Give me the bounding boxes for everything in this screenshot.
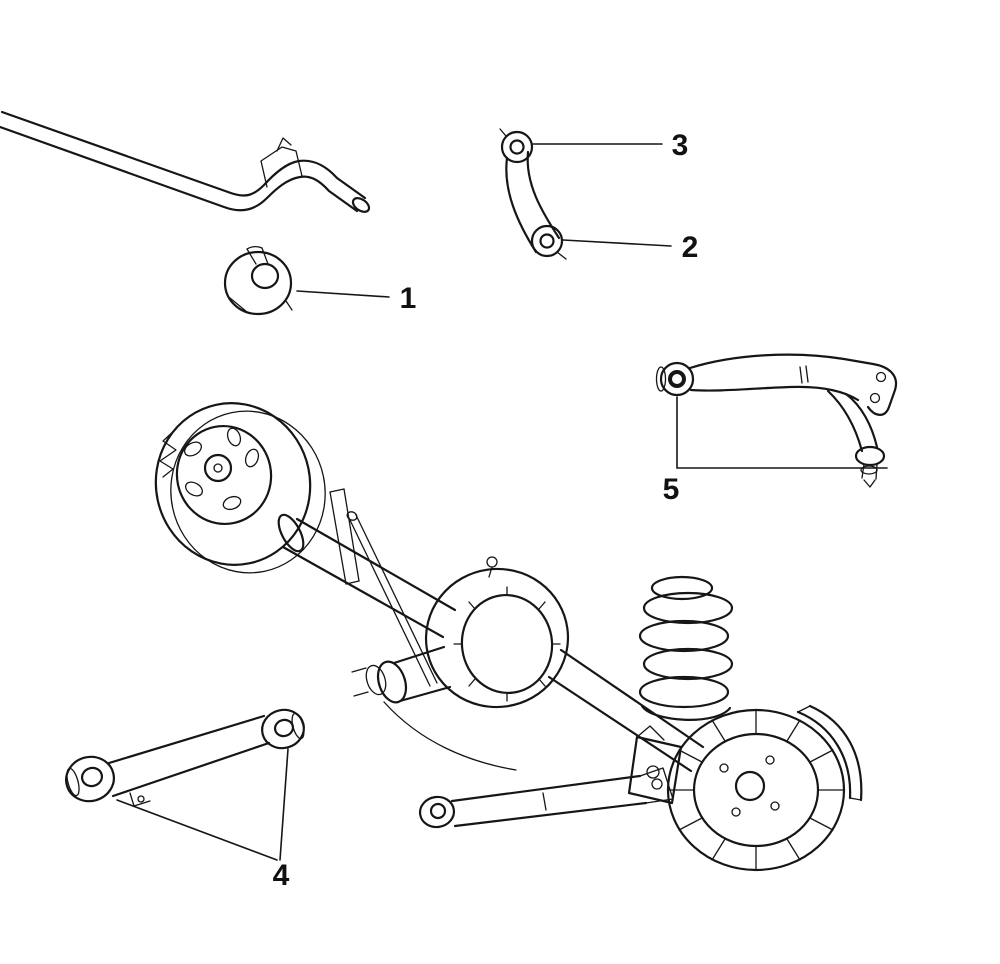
stabilizer-bar-clamp xyxy=(260,137,303,188)
callout-5-label: 5 xyxy=(663,473,680,506)
callout-3-label: 3 xyxy=(672,129,689,162)
brake-cable-line xyxy=(383,701,517,771)
stabilizer-link-drawing xyxy=(499,128,567,260)
lower-control-arm-drawing xyxy=(65,708,305,807)
differential-housing xyxy=(351,556,570,709)
spring-seat-bracket xyxy=(627,725,683,805)
callout-leader-lines xyxy=(116,143,888,861)
brake-drum-left xyxy=(154,402,326,574)
leader-line-1 xyxy=(296,290,390,298)
rear-axle-assembly-drawing xyxy=(154,402,863,872)
callout-1-label: 1 xyxy=(400,282,417,315)
stabilizer-bushing-drawing xyxy=(223,245,293,316)
lower-arm-installed xyxy=(418,767,674,829)
upper-mount-and-rod xyxy=(329,488,438,687)
leader-line-5 xyxy=(676,396,888,469)
callout-4-label: 4 xyxy=(273,859,290,892)
callout-2-label: 2 xyxy=(682,231,699,264)
upper-control-arm-drawing xyxy=(655,353,898,488)
coil-spring xyxy=(638,575,734,721)
leader-line-4 xyxy=(116,748,289,861)
callout-labels: 1 2 3 4 5 xyxy=(273,129,699,892)
brake-backing-plate-right xyxy=(666,704,863,872)
leader-line-2 xyxy=(562,239,672,247)
axle-tube-left xyxy=(277,513,457,639)
stabilizer-bar-drawing xyxy=(0,110,371,213)
axle-tube-right xyxy=(547,648,705,773)
